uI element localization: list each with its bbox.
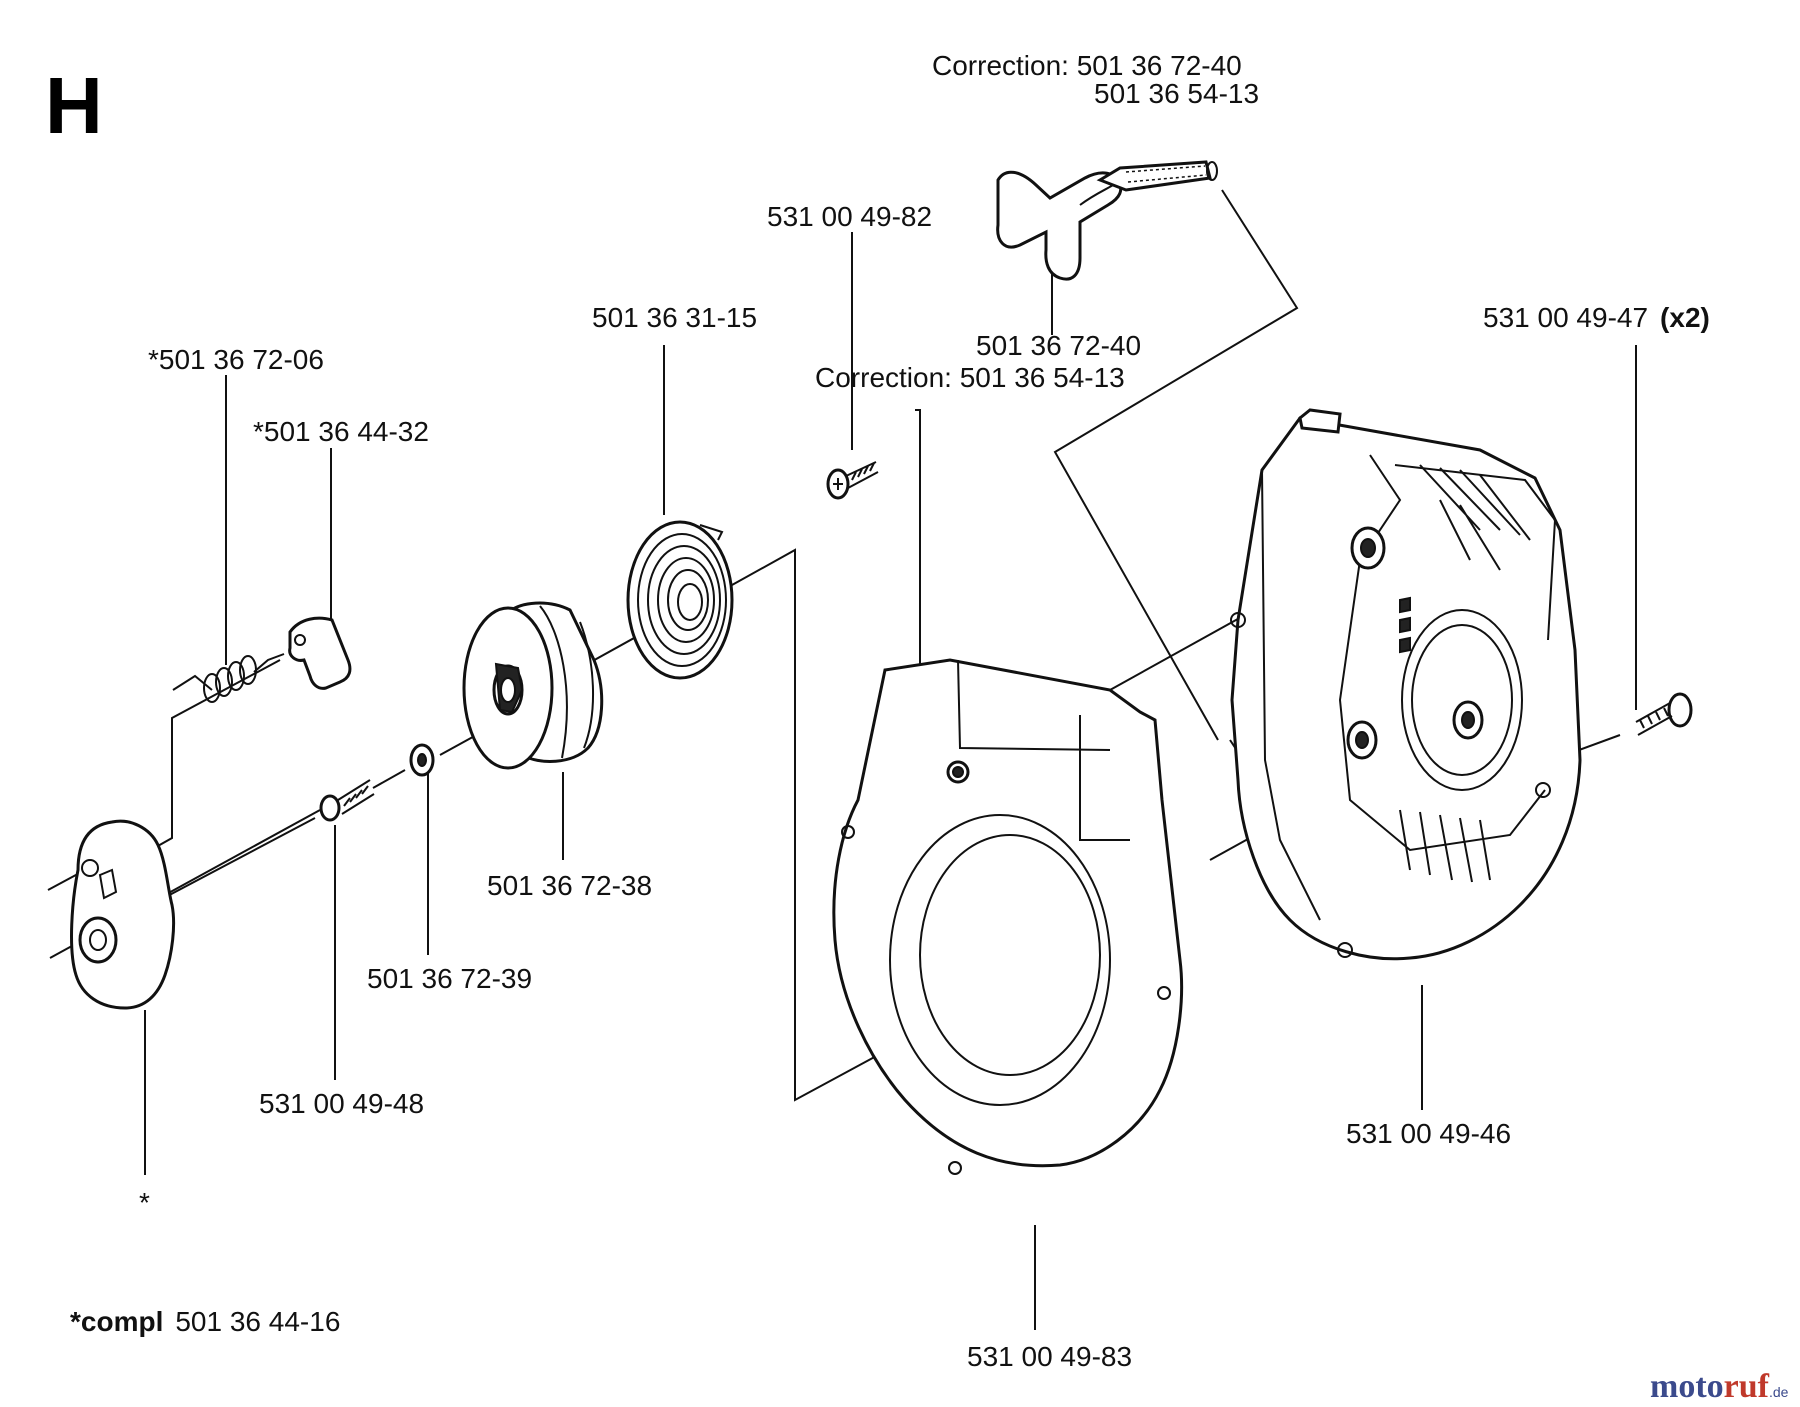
pawl bbox=[288, 616, 352, 690]
pawl-spring bbox=[172, 653, 285, 703]
label-handle-correction: Correction: 501 36 72-40 bbox=[932, 50, 1242, 81]
washer bbox=[409, 743, 435, 777]
label-screw-top: 531 00 49-82 bbox=[767, 201, 932, 232]
fan-cover bbox=[832, 658, 1184, 1175]
starter-pulley bbox=[462, 601, 604, 770]
label-washer: 501 36 72-39 bbox=[367, 963, 532, 994]
housing-screw bbox=[1635, 692, 1693, 736]
center-screw bbox=[319, 779, 375, 822]
starter-handle bbox=[996, 160, 1218, 281]
label-screw-center: 531 00 49-48 bbox=[259, 1088, 424, 1119]
recoil-spring bbox=[626, 520, 734, 680]
part-labels: Correction: 501 36 72-40 501 36 54-13 53… bbox=[70, 50, 1710, 1372]
label-hub-marker: * bbox=[139, 1187, 150, 1218]
label-cover: 531 00 49-83 bbox=[967, 1341, 1132, 1372]
label-spring: 501 36 31-15 bbox=[592, 302, 757, 333]
watermark-logo: motoruf.de bbox=[1650, 1368, 1789, 1405]
label-starter-housing: 531 00 49-46 bbox=[1346, 1118, 1511, 1149]
cover-screw bbox=[826, 461, 879, 500]
label-compl: *compl 501 36 44-16 bbox=[70, 1306, 340, 1337]
label-handle-correction-lower: Correction: 501 36 54-13 bbox=[815, 362, 1125, 393]
starter-hub bbox=[70, 819, 176, 1010]
label-handle-part: 501 36 54-13 bbox=[1094, 78, 1259, 109]
label-screw-right: 531 00 49-47 (x2) bbox=[1483, 302, 1710, 333]
label-pawl: *501 36 44-32 bbox=[253, 416, 429, 447]
section-letter: H bbox=[45, 61, 103, 150]
label-pulley: 501 36 72-38 bbox=[487, 870, 652, 901]
starter-housing bbox=[1230, 408, 1582, 961]
label-pawl-spring: *501 36 72-06 bbox=[148, 344, 324, 375]
label-handle-part-lower: 501 36 72-40 bbox=[976, 330, 1141, 361]
